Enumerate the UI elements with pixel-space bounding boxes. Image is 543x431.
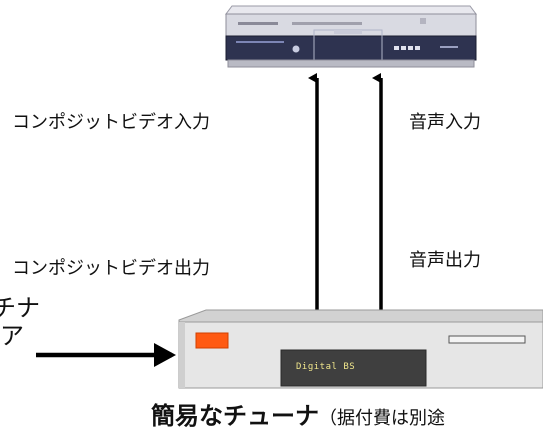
tuner-display-text: Digital BS [296, 362, 356, 372]
tuner-caption: 簡易なチューナ（据付費は別途 [151, 396, 445, 431]
composite-video-input-label: コンポジットビデオ入力 [12, 112, 210, 133]
tuner-caption-main: 簡易なチューナ [151, 402, 319, 430]
antenna-input-arrowhead [154, 343, 176, 367]
audio-input-label: 音声入力 [409, 112, 481, 133]
tuner-device [178, 309, 543, 389]
tuner-left-label-partial: チナ [0, 294, 40, 322]
audio-output-label: 音声出力 [409, 250, 481, 271]
tuner-left-label-partial-2: ア [0, 322, 24, 350]
tuner-caption-note: （据付費は別途 [319, 408, 445, 429]
recorder-device [225, 5, 477, 68]
composite-video-output-label: コンポジットビデオ出力 [12, 258, 210, 279]
